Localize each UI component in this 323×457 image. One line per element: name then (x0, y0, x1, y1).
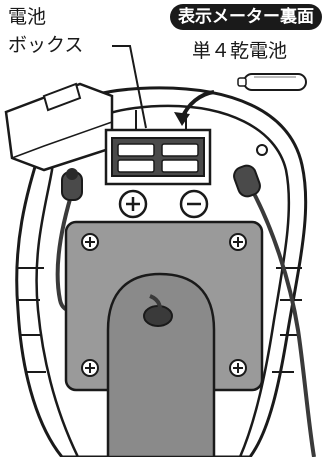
screw-icon (229, 359, 247, 377)
screw-icon (81, 359, 99, 377)
right-cable (248, 185, 316, 457)
screw-icon (229, 233, 247, 251)
grip-lines-left (18, 267, 46, 373)
battery-type-label: 単４乾電池 (192, 40, 288, 62)
screw-icon (81, 233, 99, 251)
minus-icon (179, 189, 209, 219)
battery-compartment (104, 110, 212, 186)
plus-icon (118, 189, 148, 219)
screw-hole (256, 144, 268, 156)
stand-post (106, 272, 216, 457)
leader-line (112, 45, 147, 129)
rear-view-badge: 表示メーター裏面 (170, 4, 322, 30)
right-plug (233, 164, 261, 198)
aaa-battery-icon (237, 73, 307, 91)
battery-box-label-line1: 電池 (8, 6, 47, 28)
housing-inner-rim (35, 104, 291, 457)
battery-box-label-line2: ボックス (8, 34, 84, 56)
